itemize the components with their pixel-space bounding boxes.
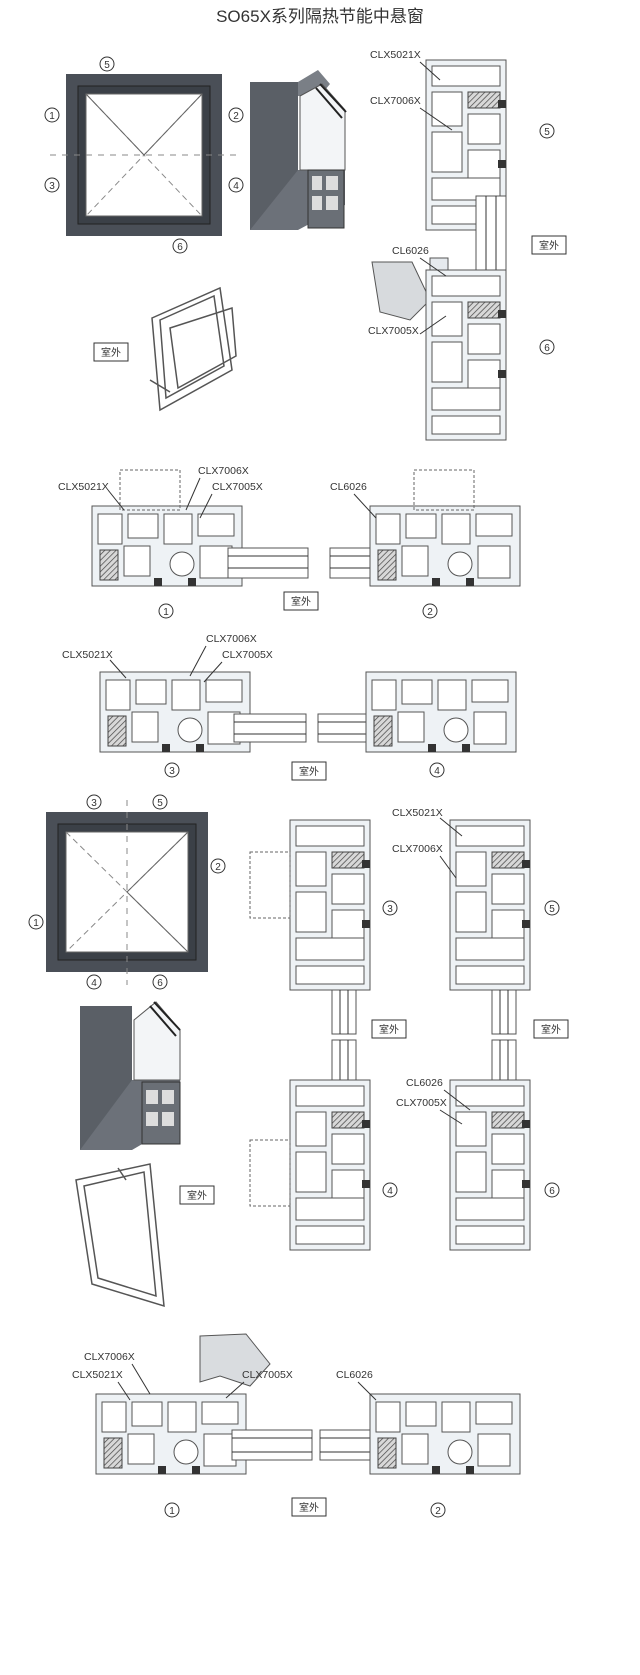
marker-3d: 3 bbox=[387, 904, 393, 915]
outdoor-tag-5 bbox=[179, 1185, 215, 1205]
outdoor-label-4: 室外 bbox=[299, 765, 319, 778]
marker-4c: 4 bbox=[91, 978, 97, 989]
section-1-2-labels: CLX5021X CLX7006X CLX7005X CL6026 1 室外 2 bbox=[58, 465, 438, 619]
outdoor-label-8: 室外 bbox=[299, 1501, 319, 1514]
marker-3c: 3 bbox=[91, 798, 97, 809]
horizontal-section-3-4 bbox=[99, 671, 517, 753]
outdoor-label-7: 室外 bbox=[541, 1023, 561, 1036]
outdoor-tag-1 bbox=[93, 342, 129, 362]
vertical-section-1 bbox=[371, 59, 507, 441]
outdoor-label-5: 室外 bbox=[187, 1189, 207, 1202]
label-clx7006x-e: CLX7006X bbox=[84, 1351, 135, 1363]
marker-1c: 1 bbox=[33, 918, 39, 929]
marker-6c: 6 bbox=[157, 978, 163, 989]
marker-1: 1 bbox=[49, 111, 55, 122]
label-clx5021x-a: CLX5021X bbox=[370, 49, 421, 61]
marker-5c: 5 bbox=[157, 798, 163, 809]
window-elevation-1 bbox=[50, 74, 240, 236]
label-clx7006x-a: CLX7006X bbox=[370, 95, 421, 107]
marker-6d: 6 bbox=[549, 1186, 555, 1197]
label-cl6026-e: CL6026 bbox=[336, 1369, 373, 1381]
marker-2: 2 bbox=[233, 111, 239, 122]
vertical-section-5-6: CLX5021X CLX7006X CL6026 CLX7005X 5 室外 6 bbox=[392, 807, 569, 1251]
window-elevation-2 bbox=[46, 800, 208, 985]
label-cl6026-b: CL6026 bbox=[330, 481, 367, 493]
marker-4: 4 bbox=[233, 181, 239, 192]
label-clx5021x-b: CLX5021X bbox=[58, 481, 109, 493]
marker-5b: 5 bbox=[544, 127, 550, 138]
marker-1b: 1 bbox=[163, 607, 169, 618]
marker-6b: 6 bbox=[544, 343, 550, 354]
marker-2b: 2 bbox=[427, 607, 433, 618]
marker-3: 3 bbox=[49, 181, 55, 192]
outdoor-label-2: 室外 bbox=[539, 239, 559, 252]
label-clx5021x-e: CLX5021X bbox=[72, 1369, 123, 1381]
horizontal-section-1-2 bbox=[91, 469, 521, 587]
marker-5d: 5 bbox=[549, 904, 555, 915]
label-clx7006x-b: CLX7006X bbox=[198, 465, 249, 477]
marker-5: 5 bbox=[104, 60, 110, 71]
label-cl6026-a: CL6026 bbox=[392, 245, 429, 257]
label-cl6026-d: CL6026 bbox=[406, 1077, 443, 1089]
label-clx7005x-c: CLX7005X bbox=[222, 649, 273, 661]
marker-2d: 2 bbox=[435, 1506, 441, 1517]
corner-section-3d-1 bbox=[250, 70, 347, 230]
number-markers-1: 5 1 2 3 4 6 bbox=[44, 56, 244, 254]
marker-2c: 2 bbox=[215, 862, 221, 873]
marker-6: 6 bbox=[177, 242, 183, 253]
outdoor-label-3: 室外 bbox=[291, 595, 311, 608]
horizontal-section-bottom: CLX7006X CLX5021X CLX7005X CL6026 1 室外 2 bbox=[72, 1333, 521, 1518]
section-1-labels: CLX5021X CLX7006X CL6026 CLX7005X 5 室外 6 bbox=[368, 49, 567, 355]
label-clx5021x-d: CLX5021X bbox=[392, 807, 443, 819]
page-title: SO65X系列隔热节能中悬窗 bbox=[216, 7, 424, 26]
vertical-section-3-4: 3 室外 4 bbox=[249, 819, 407, 1251]
marker-4b: 4 bbox=[434, 766, 440, 777]
number-markers-2: 3 5 2 1 4 6 bbox=[28, 794, 226, 990]
label-clx7005x-d: CLX7005X bbox=[396, 1097, 447, 1109]
label-clx7006x-d: CLX7006X bbox=[392, 843, 443, 855]
label-clx7005x-b: CLX7005X bbox=[212, 481, 263, 493]
marker-4d: 4 bbox=[387, 1186, 393, 1197]
marker-1d: 1 bbox=[169, 1506, 175, 1517]
outdoor-label-6: 室外 bbox=[379, 1023, 399, 1036]
label-clx7005x-a: CLX7005X bbox=[368, 325, 419, 337]
open-sash-sketch-2 bbox=[75, 1163, 165, 1308]
corner-section-3d-2 bbox=[80, 1001, 181, 1150]
section-3-4-labels: CLX5021X CLX7006X CLX7005X 3 室外 4 bbox=[62, 633, 445, 781]
label-clx5021x-c: CLX5021X bbox=[62, 649, 113, 661]
label-clx7006x-c: CLX7006X bbox=[206, 633, 257, 645]
outdoor-label-1: 室外 bbox=[101, 346, 121, 359]
label-clx7005x-e: CLX7005X bbox=[242, 1369, 293, 1381]
marker-3b: 3 bbox=[169, 766, 175, 777]
open-sash-sketch-1 bbox=[149, 286, 237, 412]
